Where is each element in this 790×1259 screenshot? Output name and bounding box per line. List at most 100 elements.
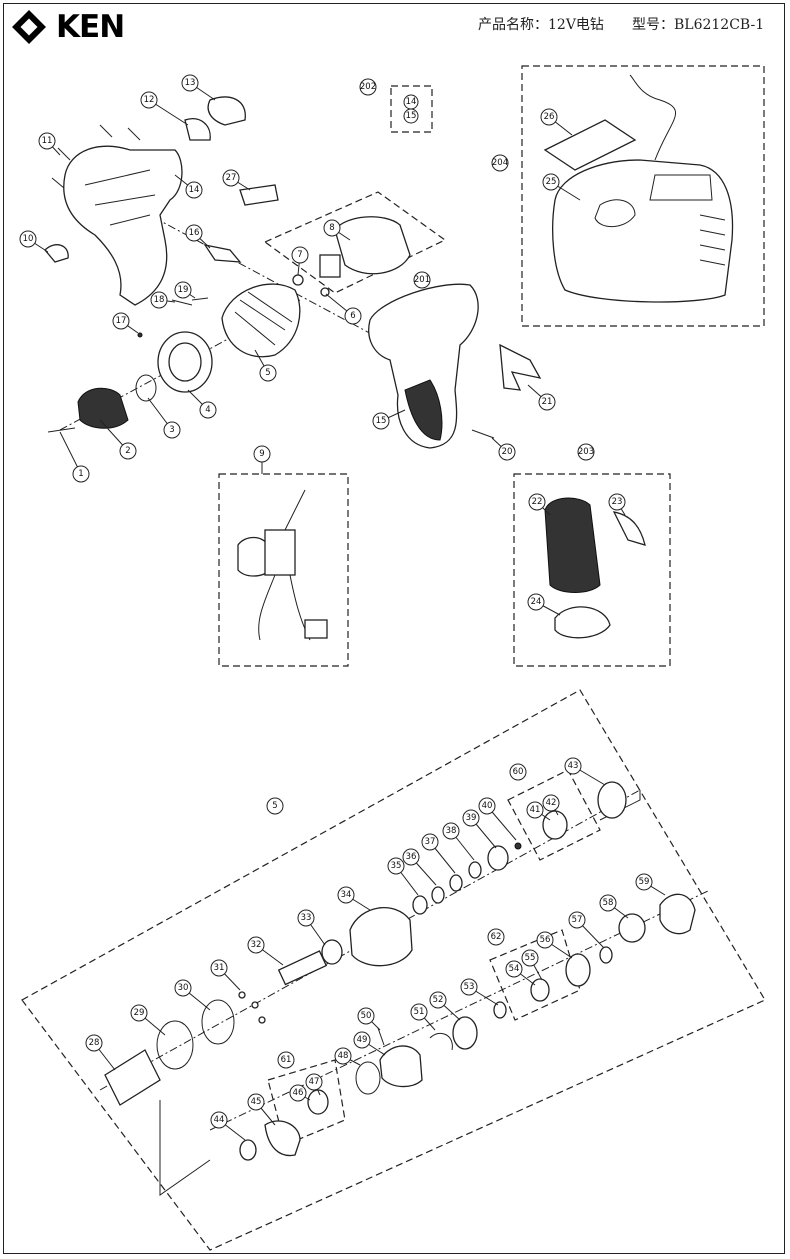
part-43-ring-gear: [597, 781, 627, 819]
part-52-ring-gear: [452, 1016, 478, 1050]
svg-text:44: 44: [214, 1115, 225, 1125]
part-57-gears: [599, 946, 613, 964]
callout-42: 42: [542, 794, 560, 812]
svg-text:8: 8: [329, 223, 334, 233]
part-47-carrier: [307, 1089, 329, 1115]
svg-text:55: 55: [525, 953, 536, 963]
part-19-pin: [191, 297, 209, 301]
svg-text:39: 39: [466, 813, 477, 823]
group-box-203: [513, 473, 671, 667]
callout-5: 5: [259, 364, 277, 382]
part-29-spring: [156, 1020, 194, 1070]
part-51-spring: [429, 1032, 453, 1051]
part-37-ring: [449, 874, 463, 892]
callout-59: 59: [635, 873, 653, 891]
svg-text:12: 12: [144, 95, 155, 105]
group-box-204: [521, 65, 765, 327]
part-55-carrier: [530, 978, 550, 1002]
svg-text:5: 5: [265, 368, 270, 378]
svg-text:52: 52: [433, 995, 444, 1005]
callout-45: 45: [247, 1093, 265, 1111]
callout-9: 9: [253, 445, 271, 463]
svg-text:35: 35: [391, 861, 402, 871]
part-45-plate: [264, 1120, 301, 1157]
part-26-label: [543, 119, 637, 171]
svg-text:38: 38: [446, 826, 457, 836]
callout-36: 36: [402, 848, 420, 866]
callout-22: 22: [528, 493, 546, 511]
part-9-connector: [304, 619, 328, 639]
callout-41: 41: [526, 801, 544, 819]
svg-text:41: 41: [530, 805, 541, 815]
ken-logo: KEN: [12, 8, 125, 46]
part-33-bearing: [321, 939, 343, 965]
callout-27: 27: [222, 169, 240, 187]
svg-text:18: 18: [154, 295, 165, 305]
part-59-motor-plate: [659, 893, 696, 935]
housing-ribs: [84, 169, 156, 226]
callout-20: 20: [498, 443, 516, 461]
callout-12: 12: [140, 91, 158, 109]
svg-text:7: 7: [297, 250, 302, 260]
callout-25: 25: [542, 173, 560, 191]
part-31-balls: [238, 991, 266, 1024]
part-32-spindle: [277, 950, 328, 986]
svg-text:58: 58: [603, 898, 614, 908]
part-6-screw: [320, 287, 330, 297]
svg-text:29: 29: [134, 1008, 145, 1018]
charger-label-area: [649, 174, 713, 201]
callout-33: 33: [297, 909, 315, 927]
callout-43: 43: [564, 757, 582, 775]
svg-text:40: 40: [482, 801, 493, 811]
callout-52: 52: [429, 991, 447, 1009]
part-48-clip: [355, 1061, 381, 1095]
svg-text:11: 11: [42, 136, 53, 146]
gearbox-ribs: [234, 291, 293, 346]
callout-58: 58: [599, 894, 617, 912]
svg-text:28: 28: [89, 1038, 100, 1048]
callout-21: 21: [538, 393, 556, 411]
part-49-ring-housing: [379, 1045, 423, 1088]
part-40-pin: [514, 842, 522, 850]
part-15-right-housing: [368, 283, 479, 449]
callout-47: 47: [305, 1073, 323, 1091]
callout-16: 16: [185, 224, 203, 242]
callout-1: 1: [72, 465, 90, 483]
svg-text:26: 26: [544, 112, 555, 122]
callout-29: 29: [130, 1004, 148, 1022]
svg-text:24: 24: [531, 597, 542, 607]
part-34-housing: [349, 907, 413, 967]
part-12-label: [184, 118, 211, 141]
group-box-201: [263, 191, 447, 294]
callout-40: 40: [478, 797, 496, 815]
part-3-clip: [135, 374, 157, 402]
callout-55: 55: [521, 949, 539, 967]
callout-48: 48: [334, 1047, 352, 1065]
callout-35: 35: [387, 857, 405, 875]
part-27-switch: [239, 184, 279, 206]
svg-text:22: 22: [532, 497, 543, 507]
group-box-5: [21, 689, 766, 1251]
left-housing-half: [63, 145, 183, 306]
callout-53: 53: [460, 978, 478, 996]
svg-text:57: 57: [572, 915, 583, 925]
svg-text:25: 25: [546, 177, 557, 187]
callout-32: 32: [247, 936, 265, 954]
housing-grip: [404, 379, 443, 441]
svg-text:10: 10: [23, 234, 34, 244]
svg-text:19: 19: [178, 285, 189, 295]
return-line: [159, 1100, 211, 1196]
svg-text:9: 9: [259, 449, 264, 459]
charger-vents: [699, 214, 726, 266]
svg-text:31: 31: [214, 963, 225, 973]
callout-19: 19: [174, 281, 192, 299]
svg-text:59: 59: [639, 877, 650, 887]
svg-text:2: 2: [125, 446, 130, 456]
svg-text:32: 32: [251, 940, 262, 950]
svg-text:33: 33: [301, 913, 312, 923]
screws-11: [51, 124, 141, 189]
svg-text:36: 36: [406, 852, 417, 862]
svg-text:50: 50: [361, 1011, 372, 1021]
